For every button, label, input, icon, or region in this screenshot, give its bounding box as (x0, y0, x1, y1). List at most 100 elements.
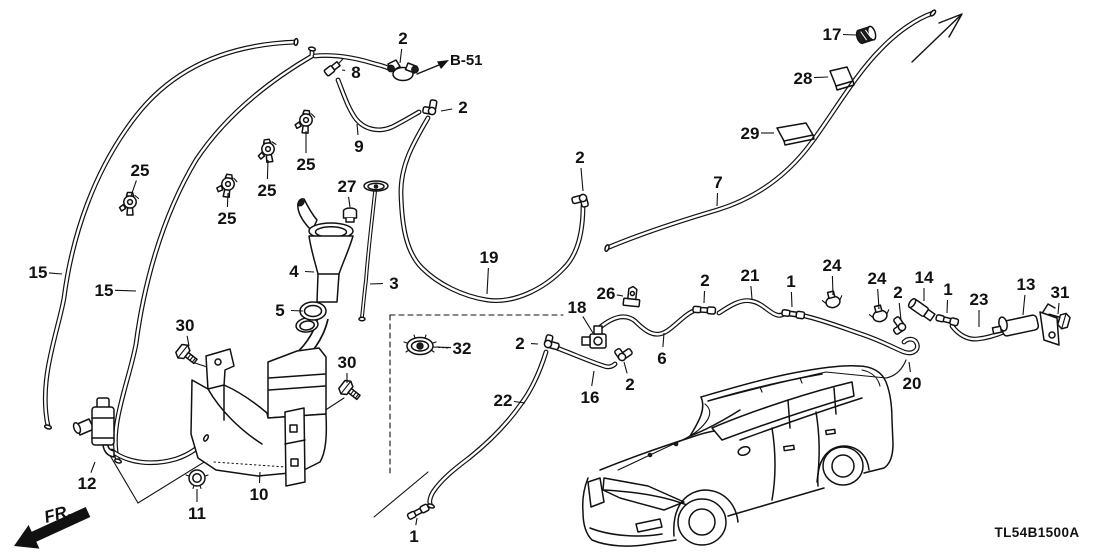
tube-core (555, 346, 617, 369)
callout-label[interactable]: 25 (258, 181, 277, 200)
callout-label[interactable]: 1 (786, 272, 795, 291)
callout-label[interactable]: 21 (741, 266, 760, 285)
callout-label[interactable]: 22 (494, 391, 513, 410)
callout-label[interactable]: 28 (794, 69, 813, 88)
callout-label[interactable]: 2 (458, 98, 467, 117)
callout-label[interactable]: 4 (289, 262, 299, 281)
tube-7 (604, 10, 936, 251)
callout-label[interactable]: 25 (131, 161, 150, 180)
callout-label[interactable]: 31 (1051, 283, 1070, 302)
joint-1-b (934, 313, 960, 327)
fr-direction-indicator: FR. (14, 501, 91, 549)
callout-leader (440, 108, 453, 112)
callout-leader (415, 517, 418, 526)
tube-core (44, 40, 298, 428)
callout-label[interactable]: 1 (943, 280, 952, 299)
callout-label[interactable]: 2 (893, 283, 902, 302)
callout-leader (898, 302, 902, 321)
clip-25-b (215, 172, 239, 199)
callout-label[interactable]: 1 (409, 527, 418, 546)
tube-6 (595, 306, 703, 337)
callout-label[interactable]: 3 (389, 274, 398, 293)
callout-leader (616, 294, 624, 297)
callout-label[interactable]: 15 (95, 281, 114, 300)
callout-leader (813, 76, 829, 79)
callout-label[interactable]: 10 (250, 485, 269, 504)
callout-label[interactable]: 2 (700, 271, 709, 290)
callout-label[interactable]: 18 (568, 298, 587, 317)
callout-leader (1022, 294, 1026, 316)
callout-label[interactable]: 2 (575, 148, 584, 167)
callout-leader (946, 299, 949, 314)
callout-leader (304, 270, 315, 273)
callout-label[interactable]: 15 (29, 263, 48, 282)
clip-26 (622, 284, 642, 308)
callout-label[interactable]: 2 (515, 334, 524, 353)
joint-2-b51 (387, 59, 419, 82)
callout-label[interactable]: 30 (338, 353, 357, 372)
callout-label[interactable]: 32 (453, 339, 472, 358)
callout-label[interactable]: 24 (823, 256, 842, 275)
callout-label[interactable]: 5 (275, 301, 284, 320)
joint-1-c (405, 502, 431, 521)
callout-label[interactable]: 6 (657, 349, 666, 368)
callout-label[interactable]: 13 (1017, 275, 1036, 294)
b51-reference-label[interactable]: B-51 (450, 52, 483, 69)
callout-label[interactable]: 25 (218, 209, 237, 228)
callout-label[interactable]: 27 (338, 177, 357, 196)
tube-core (313, 54, 390, 70)
washer-motor-13 (991, 303, 1060, 346)
callout-label[interactable]: 19 (480, 248, 499, 267)
callout-leader (486, 267, 489, 295)
tube-core (717, 299, 786, 317)
callout-leader (290, 309, 304, 312)
callout-leader (842, 33, 857, 36)
callout-label[interactable]: 9 (354, 137, 363, 156)
callout-leader (750, 285, 753, 300)
callout-leader (435, 346, 452, 349)
callout-label[interactable]: 11 (188, 504, 206, 523)
callout-label[interactable]: 30 (176, 316, 195, 335)
callout-leader (716, 192, 719, 207)
callout-layer: 2892252525251515274353030321211102197261… (29, 25, 1070, 546)
callout-label[interactable]: 24 (868, 269, 887, 288)
direction-arrow-top-right (911, 13, 963, 63)
callout-leader (226, 192, 229, 208)
callout-label[interactable]: 20 (903, 374, 922, 393)
callout-leader (790, 291, 793, 308)
filler-funnel (297, 198, 354, 303)
callout-label[interactable]: 2 (625, 375, 634, 394)
callout-leader (48, 272, 63, 275)
joint-2-c (692, 305, 717, 315)
joint-2-e (542, 333, 562, 352)
tube-core (336, 78, 421, 131)
callout-leader (591, 370, 595, 387)
tube-9 (335, 77, 422, 133)
clip-25-d (293, 109, 316, 135)
tube-core (950, 324, 1008, 341)
callout-leader (266, 159, 269, 180)
callout-label[interactable]: 14 (915, 268, 934, 287)
callout-label[interactable]: 29 (741, 124, 760, 143)
callout-label[interactable]: 26 (597, 284, 616, 303)
callout-leader (1057, 302, 1060, 315)
callout-label[interactable]: 17 (823, 25, 842, 44)
o-ring (299, 301, 327, 321)
callout-label[interactable]: 2 (398, 29, 407, 48)
tube-core (110, 436, 208, 464)
callout-leader (399, 48, 403, 64)
small-parts (118, 25, 1072, 521)
clip-25-c (255, 137, 279, 165)
callout-label[interactable]: 16 (581, 388, 600, 407)
callout-leader (580, 167, 584, 192)
callout-label[interactable]: 23 (970, 290, 989, 309)
callout-leader (877, 288, 880, 310)
callout-label[interactable]: 12 (78, 474, 97, 493)
joint-2-f (887, 315, 908, 336)
callout-label[interactable]: 7 (713, 173, 722, 192)
callout-label[interactable]: 8 (351, 63, 360, 82)
callout-label[interactable]: 25 (297, 155, 316, 174)
clip-25-a (118, 191, 140, 216)
